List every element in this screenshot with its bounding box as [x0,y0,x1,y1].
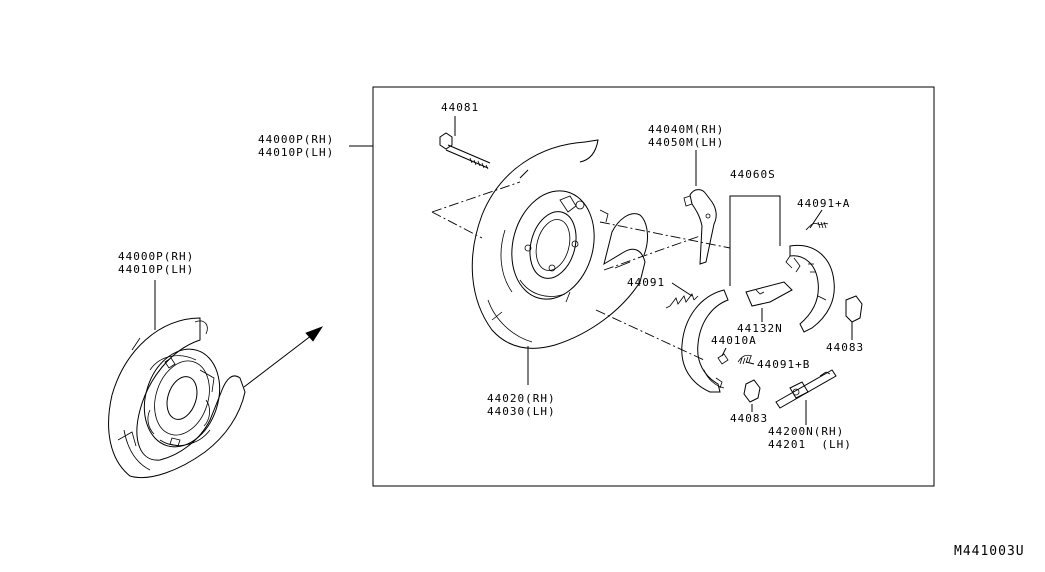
bolt-illustration [439,116,491,170]
label-lever-lh: 44050M(LH) [648,136,725,149]
label-assembly-left-lh: 44010P(LH) [118,263,195,276]
cup-right-illustration [845,295,863,340]
diagram-code: M441003U [954,544,1025,559]
leader-spring-b [745,361,755,365]
leader-spring [671,282,693,297]
label-lever-rh: 44040M(RH) [648,123,725,136]
backing-plate-illustration [471,139,648,385]
label-spring-a: 44091+A [797,197,851,210]
assembled-brake-illustration [108,280,323,479]
cup-bottom-illustration [743,379,761,412]
adjuster-illustration [745,281,793,322]
label-shoe-set: 44060S [730,168,776,181]
label-spring: 44091 [627,276,666,289]
label-assembly-left-rh: 44000P(RH) [118,250,195,263]
label-cup-right: 44083 [826,341,865,354]
lever-illustration [683,150,717,265]
detail-frame [372,86,935,487]
spring-a-illustration [805,209,829,231]
label-cup-bottom: 44083 [730,412,769,425]
shoe-rear-illustration [681,289,729,393]
leader-pin [721,347,727,357]
leader-spring-a [809,209,823,229]
spring-b-illustration [737,354,755,365]
label-backing-plate-lh: 44030(LH) [487,405,556,418]
shoe-front-illustration [785,244,835,333]
label-pin: 44010A [711,334,757,347]
label-spring-b: 44091+B [757,358,811,371]
label-assembly-box-lh: 44010P(LH) [258,146,335,159]
pin-illustration [717,347,729,365]
label-strut-rh: 44200N(RH) [768,425,845,438]
label-assembly-box-rh: 44000P(RH) [258,133,335,146]
label-adjuster: 44132N [737,322,783,335]
direction-arrow [243,331,317,388]
leader-shoe-set [729,195,781,286]
label-bolt: 44081 [441,101,480,114]
label-backing-plate-rh: 44020(RH) [487,392,556,405]
spring-illustration [665,282,699,309]
label-strut-lh: 44201 (LH) [768,438,852,451]
strut-illustration [775,369,837,425]
